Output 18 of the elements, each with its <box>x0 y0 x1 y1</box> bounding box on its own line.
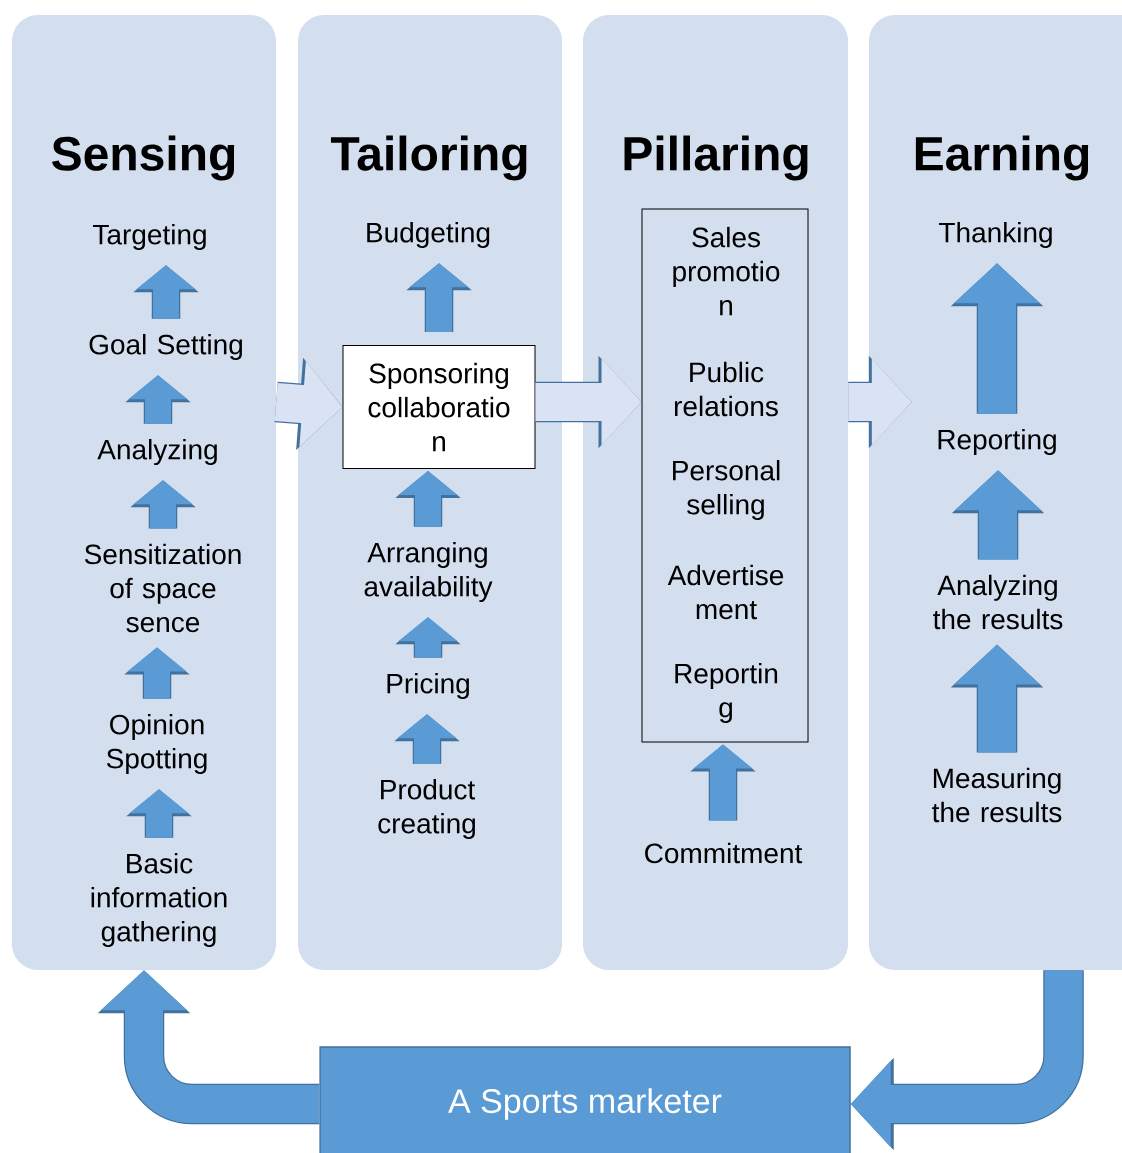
step-label: Budgeting <box>367 221 490 249</box>
step-label: Analyzing <box>97 438 217 466</box>
activity-list-box: Sales promotio n Public relations Personal selling Advertise ment Reportin g <box>641 208 809 743</box>
step-label: Product creating <box>378 778 476 840</box>
step-label: Arranging availability <box>364 541 493 603</box>
step-label: Goal Setting <box>89 333 242 361</box>
process-box: Sponsoring collaboratio n <box>342 345 536 469</box>
role-banner: A Sports marketer <box>319 1046 851 1153</box>
step-label: Thanking <box>939 221 1052 249</box>
step-label: Commitment <box>645 842 803 864</box>
step-label: Reporting <box>938 428 1056 456</box>
step-label: Sensitization of space sence <box>84 543 241 633</box>
step-label: Measuring the results <box>932 767 1062 823</box>
step-label: Targeting <box>93 223 206 251</box>
step-label: Analyzing the results <box>933 574 1063 630</box>
step-label: Opinion Spotting <box>106 713 207 775</box>
step-label: Basic information gathering <box>91 852 227 948</box>
step-label: Pricing <box>387 672 469 700</box>
